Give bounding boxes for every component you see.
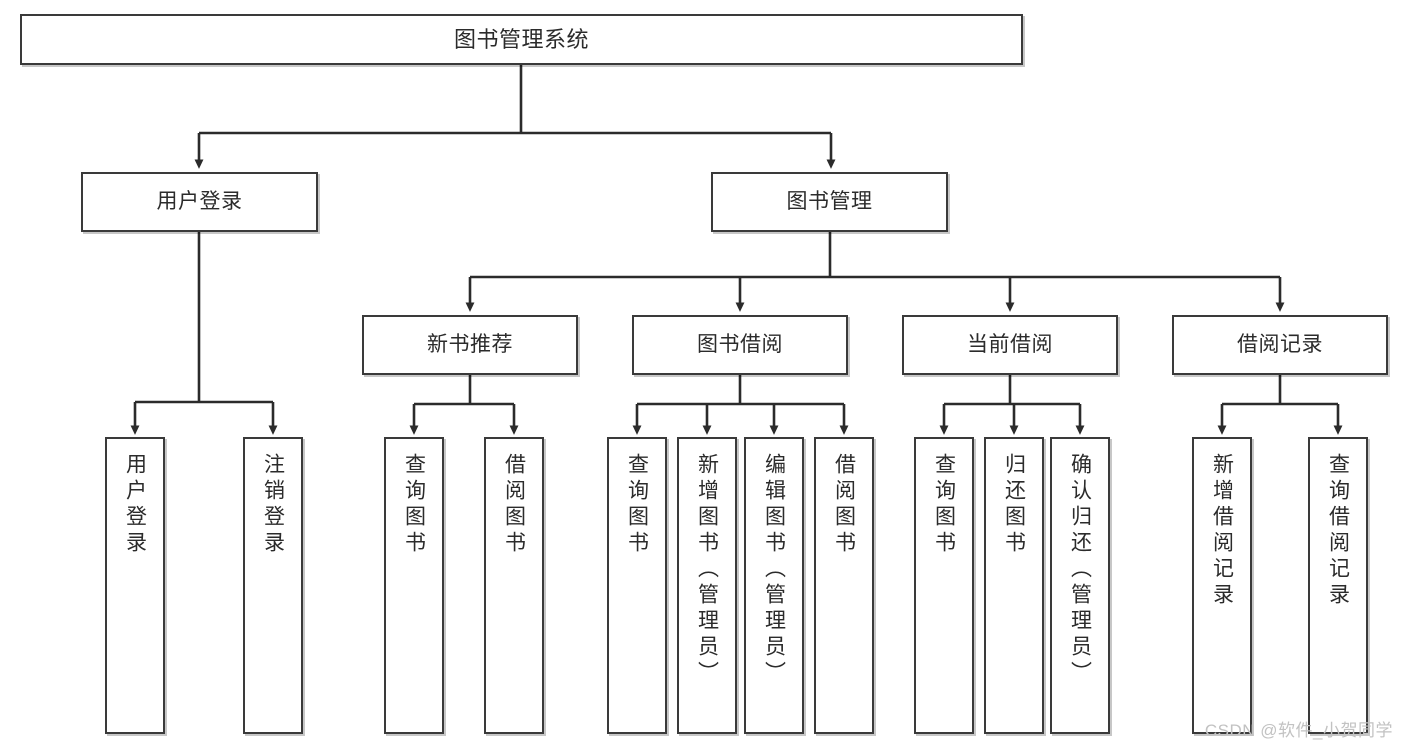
node-label: 新增借阅记录	[1210, 453, 1234, 609]
node-label: 查询图书	[625, 453, 649, 557]
node-label: 用户登录	[123, 453, 147, 557]
node-root-system[interactable]: 图书管理系统	[20, 14, 1023, 65]
node-label: 图书借阅	[697, 332, 783, 356]
node-current-borrow[interactable]: 当前借阅	[902, 315, 1118, 375]
leaf-current-confirm-return-admin[interactable]: 确认归还（管理员）	[1050, 437, 1110, 734]
node-borrow-record[interactable]: 借阅记录	[1172, 315, 1388, 375]
node-book-borrow[interactable]: 图书借阅	[632, 315, 848, 375]
leaf-recommend-query-book[interactable]: 查询图书	[384, 437, 444, 734]
node-label: 图书管理系统	[453, 26, 589, 52]
leaf-record-add-borrow-record[interactable]: 新增借阅记录	[1192, 437, 1252, 734]
node-book-management[interactable]: 图书管理	[711, 172, 948, 232]
node-label: 新增图书（管理员）	[695, 453, 719, 687]
node-label: 查询图书	[932, 453, 956, 557]
leaf-recommend-borrow-book[interactable]: 借阅图书	[484, 437, 544, 734]
node-label: 用户登录	[156, 189, 243, 213]
node-label: 注销登录	[261, 453, 285, 557]
node-new-book-recommend[interactable]: 新书推荐	[362, 315, 578, 375]
leaf-borrow-add-book-admin[interactable]: 新增图书（管理员）	[677, 437, 737, 734]
node-user-login[interactable]: 用户登录	[81, 172, 318, 232]
node-label: 查询借阅记录	[1326, 453, 1350, 609]
leaf-borrow-edit-book-admin[interactable]: 编辑图书（管理员）	[744, 437, 804, 734]
leaf-user-login[interactable]: 用户登录	[105, 437, 165, 734]
node-label: 借阅记录	[1237, 332, 1323, 356]
node-label: 借阅图书	[502, 453, 526, 557]
node-label: 新书推荐	[427, 332, 513, 356]
leaf-current-query-book[interactable]: 查询图书	[914, 437, 974, 734]
node-label: 编辑图书（管理员）	[762, 453, 786, 687]
leaf-logout[interactable]: 注销登录	[243, 437, 303, 734]
node-label: 查询图书	[402, 453, 426, 557]
leaf-record-query-borrow-record[interactable]: 查询借阅记录	[1308, 437, 1368, 734]
node-label: 当前借阅	[967, 332, 1053, 356]
node-label: 归还图书	[1002, 453, 1026, 557]
leaf-borrow-query-book[interactable]: 查询图书	[607, 437, 667, 734]
node-label: 图书管理	[786, 189, 873, 213]
leaf-borrow-borrow-book[interactable]: 借阅图书	[814, 437, 874, 734]
leaf-current-return-book[interactable]: 归还图书	[984, 437, 1044, 734]
node-label: 借阅图书	[832, 453, 856, 557]
node-label: 确认归还（管理员）	[1068, 453, 1092, 687]
